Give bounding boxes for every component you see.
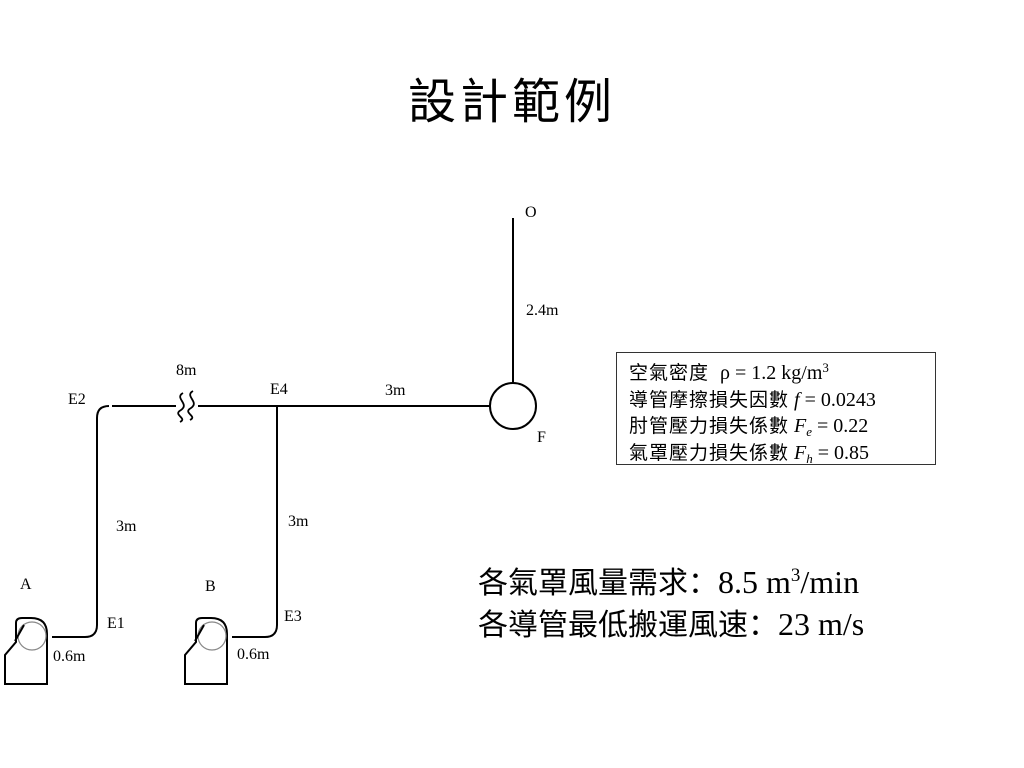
param-density-symbol: ρ <box>720 362 730 384</box>
requirement-velocity-label: 各導管最低搬運風速： <box>478 608 778 643</box>
duct-break-icon <box>177 390 195 423</box>
node-label-o: O <box>525 204 537 221</box>
length-label-be3: 0.6m <box>237 646 270 663</box>
requirement-flow-exp: 3 <box>790 565 801 586</box>
length-label-e1e2: 3m <box>116 518 137 535</box>
requirement-flow-value: 8.5 m <box>718 564 791 600</box>
param-density-value: = 1.2 kg/m <box>730 362 823 384</box>
param-hood: 氣罩壓力損失係數 Fh = 0.85 <box>629 440 925 467</box>
requirements: 各氣罩風量需求：8.5 m3/min 各導管最低搬運風速：23 m/s <box>478 562 864 646</box>
node-label-e2: E2 <box>68 391 86 408</box>
node-label-b: B <box>205 578 216 595</box>
length-label-fo: 2.4m <box>526 302 559 319</box>
duct-b-e3 <box>232 620 278 638</box>
length-label-e3e4: 3m <box>288 513 309 530</box>
param-friction-value: = 0.0243 <box>799 388 876 411</box>
requirement-flow: 各氣罩風量需求：8.5 m3/min <box>478 562 864 604</box>
node-label-a: A <box>20 576 32 593</box>
param-density-label: 空氣密度 <box>629 362 710 384</box>
requirement-velocity-value: 23 m/s <box>778 606 865 642</box>
param-density: 空氣密度 ρ = 1.2 kg/m3 <box>629 360 925 387</box>
requirement-flow-label: 各氣罩風量需求： <box>478 566 718 601</box>
param-hood-label: 氣罩壓力損失係數 <box>629 441 790 464</box>
node-label-e4: E4 <box>270 381 288 398</box>
param-elbow-sub: e <box>806 424 813 439</box>
param-hood-symbol: F <box>794 441 807 464</box>
parameter-box: 空氣密度 ρ = 1.2 kg/m3 導管摩擦損失因數 f = 0.0243 肘… <box>616 352 936 465</box>
length-label-e2e4: 8m <box>176 362 197 379</box>
duct-e1-e2 <box>96 405 110 618</box>
hood-b-icon <box>184 617 228 685</box>
param-elbow-value: = 0.22 <box>812 415 869 437</box>
param-elbow: 肘管壓力損失係數 Fe = 0.22 <box>629 413 925 440</box>
param-friction-label: 導管摩擦損失因數 <box>629 388 790 411</box>
param-hood-value: = 0.85 <box>812 441 870 464</box>
node-label-e3: E3 <box>284 608 302 625</box>
param-hood-sub: h <box>806 450 813 466</box>
duct-a-e1 <box>52 618 98 638</box>
hood-a-icon <box>4 617 48 685</box>
node-label-f: F <box>537 429 546 446</box>
node-label-e1: E1 <box>107 615 125 632</box>
requirement-flow-unit: /min <box>800 564 860 600</box>
param-density-exp: 3 <box>822 360 829 375</box>
fan-icon <box>489 382 537 430</box>
param-elbow-label: 肘管壓力損失係數 <box>629 415 790 437</box>
length-label-e4f: 3m <box>385 382 406 399</box>
requirement-velocity: 各導管最低搬運風速：23 m/s <box>478 604 864 646</box>
length-label-ae1: 0.6m <box>53 648 86 665</box>
param-friction: 導管摩擦損失因數 f = 0.0243 <box>629 387 925 414</box>
param-friction-symbol: f <box>794 388 800 411</box>
param-elbow-symbol: F <box>794 415 807 437</box>
page-title: 設計範例 <box>407 74 616 130</box>
